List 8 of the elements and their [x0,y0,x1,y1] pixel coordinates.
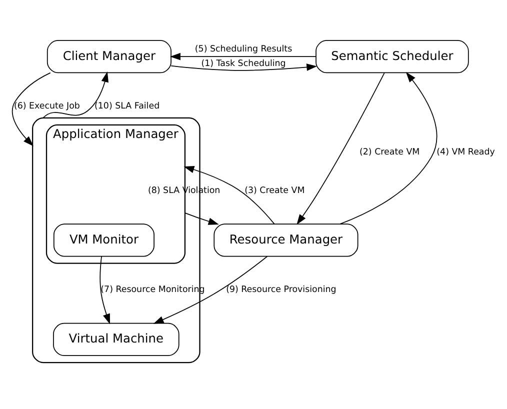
edge-label: (4) VM Ready [436,146,495,157]
edge-label: (5) Scheduling Results [194,44,292,54]
edge-label: (2) Create VM [360,146,420,157]
edge-label: (6) Execute Job [14,100,80,111]
edge-label: (10) SLA Failed [94,100,160,111]
edge-label: (3) Create VM [244,185,305,196]
edge-label: (1) Task Scheduling [201,58,286,69]
edge-label: (9) Resource Provisioning [226,284,336,295]
